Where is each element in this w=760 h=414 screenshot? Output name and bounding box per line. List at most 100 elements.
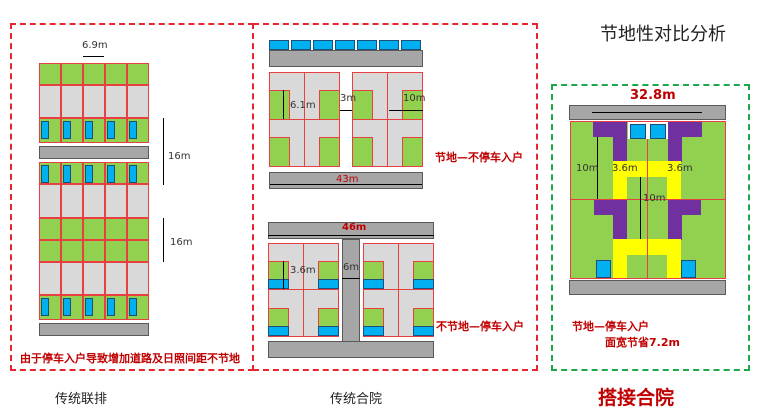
parking-spot <box>107 298 115 316</box>
parking-spot <box>129 121 137 139</box>
overlap-note-1: 节地—停车入户 <box>572 320 649 333</box>
circulation-area <box>668 122 702 137</box>
parking-spot <box>41 165 49 183</box>
garden-cell <box>83 63 105 85</box>
garden-cell <box>318 261 339 280</box>
courtyard-label: 传统合院 <box>330 392 383 407</box>
circulation-area <box>613 137 627 162</box>
parking-spot <box>291 40 311 50</box>
parking-spot <box>650 124 666 139</box>
parking-spot <box>85 121 93 139</box>
circulation-area <box>613 215 627 240</box>
parking-spot <box>357 40 377 50</box>
parking-spot <box>413 326 434 336</box>
spacing-dim: 16m <box>170 237 193 248</box>
house-cell <box>105 184 127 218</box>
garden-cell <box>363 261 384 280</box>
house-cell <box>127 184 149 218</box>
dim-arrow <box>268 235 434 236</box>
house-cell <box>105 262 127 295</box>
garden-cell <box>352 137 373 167</box>
circulation-area <box>668 200 701 215</box>
parking-spot <box>63 298 71 316</box>
garden-cell <box>352 90 373 120</box>
parking-spot <box>85 298 93 316</box>
parking-spot <box>379 40 399 50</box>
row-house-panel <box>10 23 254 371</box>
dim-arrow <box>592 112 702 113</box>
dim-arrow <box>342 278 360 279</box>
parking-spot <box>63 121 71 139</box>
parking-spot <box>401 40 421 50</box>
parking-spot <box>41 298 49 316</box>
courtyard-path <box>613 177 627 200</box>
parking-spot <box>413 279 434 289</box>
road <box>342 239 360 342</box>
courtyard-path <box>667 255 681 278</box>
left-dim: 10m <box>576 163 599 174</box>
center-dim: 10m <box>643 193 666 204</box>
garden-cell <box>39 63 61 85</box>
garden-cell <box>269 137 290 167</box>
dim-arrow <box>270 184 422 185</box>
dim-arrow <box>283 261 284 289</box>
house-cell <box>127 85 149 118</box>
garden-cell <box>268 308 289 327</box>
road <box>269 50 423 67</box>
divider <box>647 139 648 279</box>
garden-cell <box>413 308 434 327</box>
garden-cell <box>105 63 127 85</box>
garden-cell <box>61 218 83 240</box>
divider <box>363 289 434 290</box>
dim-arrow <box>640 177 641 239</box>
dim-arrow <box>163 218 164 262</box>
courtyard-path <box>613 255 627 278</box>
parking-spot <box>268 326 289 336</box>
parking-spot <box>107 165 115 183</box>
overlap-note-2: 面宽节省7.2m <box>605 336 680 349</box>
parking-spot <box>129 298 137 316</box>
parking-spot <box>363 279 384 289</box>
road <box>39 146 149 159</box>
parking-spot <box>363 326 384 336</box>
parking-spot <box>313 40 333 50</box>
house-cell <box>83 184 105 218</box>
garden-cell <box>105 240 127 262</box>
total-dim: 46m <box>342 222 367 233</box>
house-cell <box>83 262 105 295</box>
parking-spot <box>268 279 289 289</box>
width-dim: 6.9m <box>82 40 108 51</box>
divider <box>269 119 340 120</box>
lower-note: 不节地—停车入户 <box>436 320 524 333</box>
garden-cell <box>61 240 83 262</box>
road <box>569 280 726 295</box>
total-dim: 32.8m <box>630 88 676 103</box>
parking-spot <box>318 279 339 289</box>
garden-cell <box>39 218 61 240</box>
dim-arrow <box>83 56 104 57</box>
house-cell <box>83 85 105 118</box>
circulation-area <box>668 215 682 240</box>
row-house-label: 传统联排 <box>55 392 108 407</box>
house-cell <box>61 184 83 218</box>
house-cell <box>61 85 83 118</box>
dim-arrow <box>597 137 598 199</box>
overlap-label: 搭接合院 <box>598 387 675 409</box>
gap-dim-right: 3.6m <box>667 163 693 174</box>
garden-cell <box>363 308 384 327</box>
gap-dim: 3m <box>340 93 357 104</box>
garden-cell <box>127 63 149 85</box>
dim-arrow <box>389 110 423 111</box>
courtyard-path <box>667 177 681 200</box>
gap-dim-left: 3.6m <box>612 163 638 174</box>
dim-arrow <box>163 118 164 185</box>
road <box>39 323 149 336</box>
garden-cell <box>318 308 339 327</box>
garden-cell <box>402 90 423 120</box>
parking-spot <box>41 121 49 139</box>
circulation-area <box>594 200 627 215</box>
house-cell <box>61 262 83 295</box>
row-house-note: 由于停车入户导致增加道路及日照间距不节地 <box>20 352 240 365</box>
garden-cell <box>268 261 289 280</box>
height-dim: 6.1m <box>290 100 316 111</box>
